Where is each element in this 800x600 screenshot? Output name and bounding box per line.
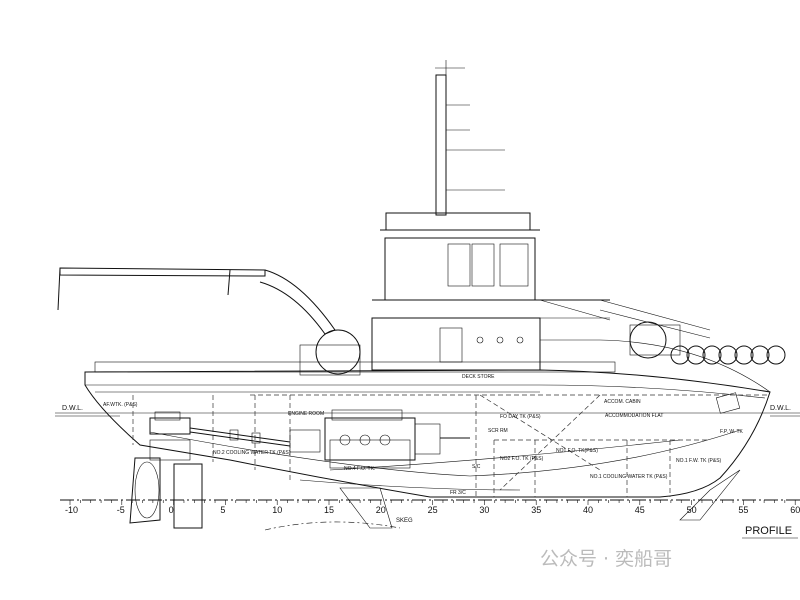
dwl-label-aft: D.W.L. [62,405,83,412]
frame-label: 25 [428,505,438,515]
fenders-tires [670,345,786,365]
tire-fender [702,345,722,365]
tank-labels: AF.WTK. (P&S) NO.2 COOLING WATER TK.(P&S… [103,374,744,496]
label-fo-tank-aft: NO.4 F.O. TK. [344,466,375,472]
label-fp-tank: F.P. W. TK [720,429,744,435]
deckhouse [371,212,711,371]
frame-label: 40 [583,505,593,515]
watermark: 公众号 · 奕船哥 [540,548,672,570]
machinery [149,409,470,469]
towing-winch [629,321,681,359]
dwl-label-fwd: D.W.L. [770,405,791,412]
label-aft-tank: AF.WTK. (P&S) [103,402,138,408]
frame-label: 60 [790,505,800,515]
label-fr-sc: FR 3/C [450,490,466,496]
frame-label: 0 [169,505,174,515]
label-cooling-tank: NO.2 COOLING WATER TK.(P&S) [213,450,291,456]
frame-label: -10 [65,505,78,515]
frame-label: 45 [635,505,645,515]
baseline-frame-scale: -10 -5 0 5 10 15 20 25 30 35 40 45 50 55 60 [60,499,800,515]
frame-label: 50 [687,505,697,515]
frame-label: 30 [479,505,489,515]
frame-label: 55 [738,505,748,515]
label-fo-day: FO DAY TK (P&S) [500,414,541,420]
tire-fender [766,345,786,365]
anchor-pocket [715,392,741,414]
tire-fender [750,345,770,365]
profile-title: PROFILE [745,525,792,537]
frame-label: 15 [324,505,334,515]
frame-label: 10 [272,505,282,515]
skeg: SKEG [264,469,741,531]
label-no1-fw: NO.1 F.W. TK (P&S) [676,458,722,464]
label-accom-cabin: ACCOM. CABIN [604,399,641,405]
label-deck-store: DECK STORE [462,374,495,380]
frame-label: 5 [220,505,225,515]
tank-divisions [132,394,770,497]
tire-fender [686,345,706,365]
label-scr-room: SCR RM [488,428,508,434]
crane [57,267,361,376]
label-no1-fo: NO1 F.O. TK(P&S) [556,448,598,454]
tire-fender [734,345,754,365]
tire-fender [718,345,738,365]
label-sc: S/C [472,464,481,470]
skeg-label: SKEG [396,518,413,524]
design-waterline: D.W.L. D.W.L. [55,405,800,417]
rudder-propeller [129,439,203,529]
mast [435,60,505,216]
label-no2-fo: NO2 F.O. TK (P&S) [500,456,544,462]
label-engine-room: ENGINE ROOM [288,411,324,417]
label-no1-cooling: NO.1 COOLING WATER TK (P&S) [590,474,668,480]
frame-label: 20 [376,505,386,515]
frame-label: -5 [117,505,125,515]
label-accom-flat: ACCOMMODATION FLAT [605,413,663,419]
drawing-title: PROFILE [742,525,798,539]
frame-label: 35 [531,505,541,515]
